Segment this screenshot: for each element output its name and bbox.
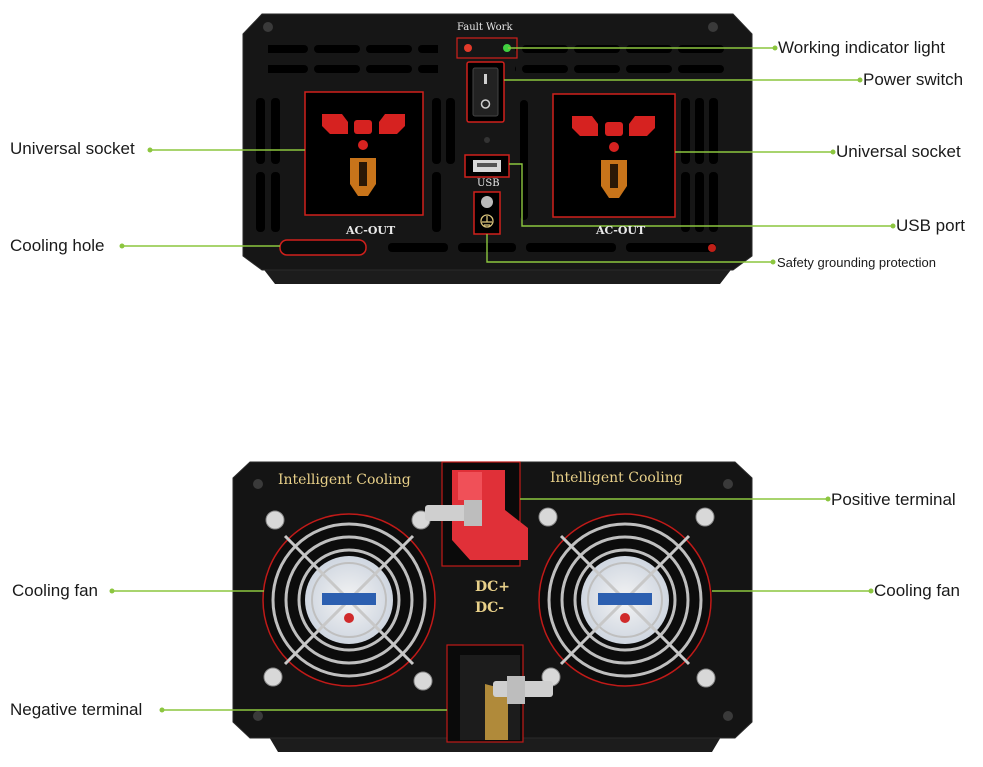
leader-grounding xyxy=(486,234,773,263)
label-socket-right: Universal socket xyxy=(836,142,961,161)
usb-port xyxy=(464,154,510,178)
cooling-fan-left xyxy=(262,513,436,687)
label-positive-terminal: Positive terminal xyxy=(831,490,956,509)
power-switch xyxy=(466,61,505,123)
rear-panel xyxy=(232,461,753,752)
screw xyxy=(708,22,718,32)
bottom-vents xyxy=(388,243,716,252)
screw xyxy=(723,711,733,721)
label-usb-port: USB port xyxy=(896,216,965,235)
label-grounding: Safety grounding protection xyxy=(777,255,936,270)
cooling-hole xyxy=(279,239,367,256)
label-cooling-fan-left: Cooling fan xyxy=(12,581,99,600)
label-cooling-hole: Cooling hole xyxy=(10,236,105,255)
label-cooling-fan-right: Cooling fan xyxy=(874,581,961,600)
universal-socket-right xyxy=(552,93,676,218)
cooling-fan-right xyxy=(538,513,712,687)
screw xyxy=(484,137,490,143)
side-vents-left xyxy=(256,98,455,232)
screw xyxy=(253,711,263,721)
leader-lines xyxy=(112,47,893,711)
front-rivet xyxy=(708,244,716,252)
label-working-indicator: Working indicator light xyxy=(778,38,945,57)
front-panel xyxy=(242,13,753,284)
ac-out-right: AC-OUT xyxy=(596,224,646,237)
universal-socket-left xyxy=(304,91,424,216)
negative-terminal xyxy=(446,644,553,743)
side-vents-right xyxy=(520,98,718,232)
usb-text: USB xyxy=(477,178,500,189)
label-negative-terminal: Negative terminal xyxy=(10,700,143,719)
dc-minus-text: DC- xyxy=(475,600,505,616)
fault-led xyxy=(464,44,472,52)
intelligent-cooling-left: Intelligent Cooling xyxy=(278,472,411,488)
ac-out-left: AC-OUT xyxy=(346,224,396,237)
label-power-switch: Power switch xyxy=(863,70,964,89)
screw xyxy=(263,22,273,32)
work-led xyxy=(503,44,511,52)
grounding-terminal xyxy=(473,191,501,235)
label-socket-left: Universal socket xyxy=(10,139,135,158)
indicator-text: Fault Work xyxy=(457,22,513,33)
top-vents-right xyxy=(515,34,730,82)
leader-dots xyxy=(109,45,896,713)
top-vents-left xyxy=(268,34,438,82)
screw xyxy=(723,479,733,489)
screw xyxy=(253,479,263,489)
intelligent-cooling-right: Intelligent Cooling xyxy=(550,470,683,486)
fan-screws xyxy=(263,507,716,691)
leader-usb xyxy=(509,163,893,227)
dc-plus-text: DC+ xyxy=(475,579,511,595)
positive-terminal xyxy=(425,461,528,567)
